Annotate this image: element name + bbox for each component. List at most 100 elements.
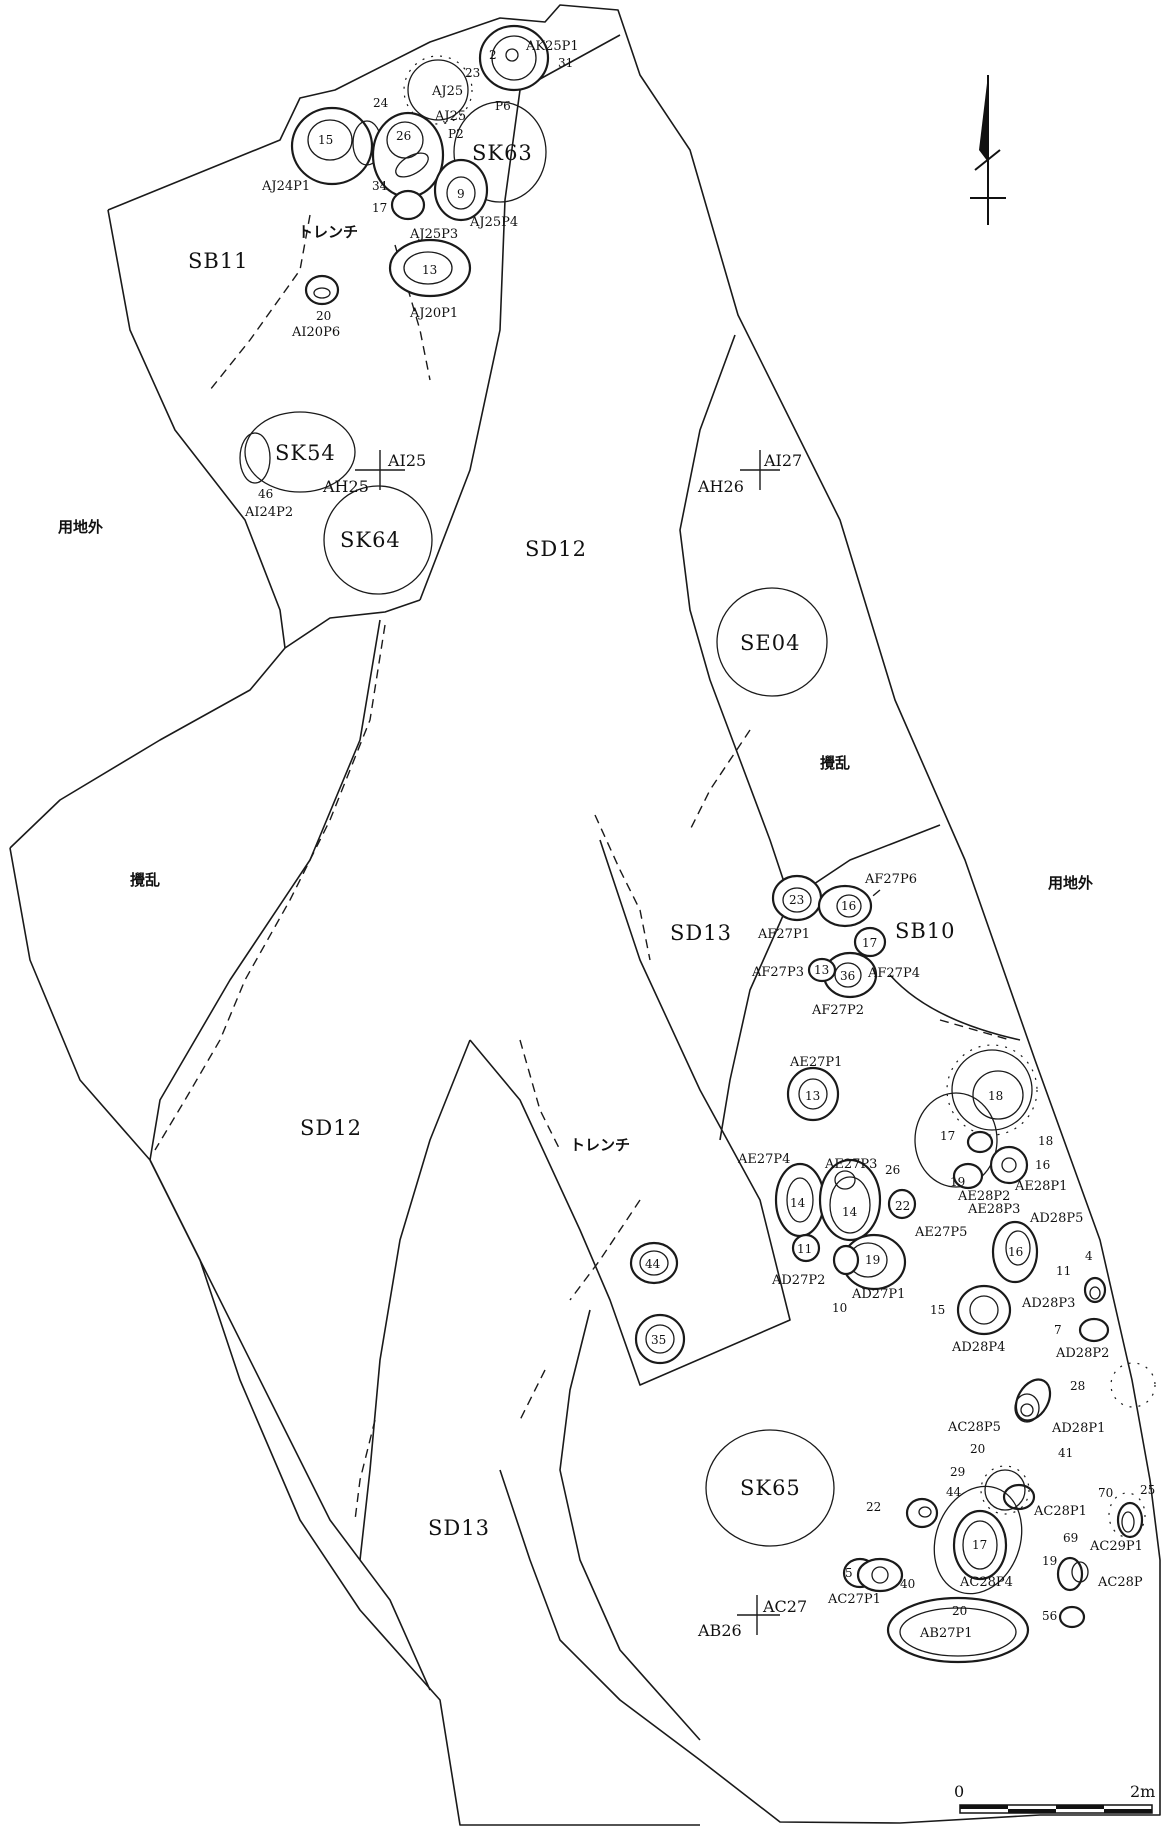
postholes-top	[290, 24, 550, 306]
label-SD12-lower: SD12	[300, 1116, 362, 1140]
pit-label: AE28P1	[1014, 1179, 1067, 1194]
depth-label: 29	[950, 1465, 965, 1479]
grid-AB26: AB26	[697, 1621, 742, 1640]
depth-label: 20	[970, 1442, 985, 1456]
pit-label: AD27P2	[771, 1273, 825, 1288]
depth-label: 23	[465, 66, 480, 80]
pit-label: AJ20P1	[409, 306, 458, 321]
label-trench-top: トレンチ	[298, 223, 358, 241]
grid-AH25: AH25	[322, 477, 369, 496]
pit-SK54	[244, 411, 356, 493]
depth-label: 17	[372, 201, 387, 215]
pit-label: AC28P1	[1033, 1504, 1087, 1519]
pit-SK65	[705, 1429, 835, 1547]
label-disturbed-right: 攪乱	[820, 754, 850, 772]
pit-label: AD28P4	[951, 1340, 1005, 1355]
depth-label: 19	[950, 1175, 965, 1189]
depth-label: 24	[373, 96, 389, 110]
feature-pits	[239, 101, 835, 1547]
pit-label: AE27P4	[737, 1152, 790, 1167]
pit-label: AF27P3	[751, 965, 804, 980]
grid-AI25: AI25	[387, 451, 426, 470]
pit-label: AJ25P4	[469, 215, 518, 230]
depth-label: 17	[862, 936, 877, 950]
grid-AC27: AC27	[762, 1597, 807, 1616]
pit-label: AB27P1	[919, 1626, 973, 1641]
depth-label: 14	[842, 1205, 858, 1219]
depth-label: 34	[372, 179, 388, 193]
depth-label: 7	[1054, 1323, 1062, 1337]
pit-label: AF27P4	[867, 966, 920, 981]
pit-label: AF27P2	[811, 1003, 864, 1018]
pit-label: AF27P1	[757, 927, 810, 942]
label-SK54: SK54	[275, 441, 336, 465]
depth-label: 15	[930, 1303, 945, 1317]
depth-label: 20	[316, 309, 331, 323]
depth-label: 14	[790, 1196, 806, 1210]
label-SK65: SK65	[740, 1476, 801, 1500]
depth-label: 16	[841, 899, 856, 913]
depth-label: 40	[900, 1577, 915, 1591]
depth-label: 17	[940, 1129, 955, 1143]
depth-label: 56	[1042, 1609, 1057, 1623]
depth-label: 22	[866, 1500, 881, 1514]
pit-label: AE27P3	[824, 1157, 877, 1172]
depth-label: 15	[318, 133, 333, 147]
pit-label: AK25P1	[525, 39, 579, 54]
depth-label: 13	[422, 263, 437, 277]
scale-end: 2m	[1130, 1782, 1155, 1801]
depth-label: 70	[1098, 1486, 1113, 1500]
depth-label: 11	[1056, 1264, 1071, 1278]
pit-label: AJ24P1	[261, 179, 310, 194]
site-outline	[9, 4, 1161, 1826]
depth-label: 18	[988, 1089, 1003, 1103]
pit-label: AE28P3	[967, 1202, 1020, 1217]
depth-label: 20	[952, 1604, 967, 1618]
pit-label: AC28P	[1097, 1575, 1143, 1590]
depth-label: 17	[972, 1538, 987, 1552]
depth-label: 5	[845, 1566, 853, 1580]
depth-label: 11	[797, 1242, 812, 1256]
depth-label: 13	[805, 1089, 820, 1103]
depth-label: 16	[1035, 1158, 1050, 1172]
pit-SK63	[453, 101, 547, 203]
label-SE04: SE04	[740, 631, 800, 655]
depth-label: 44	[946, 1485, 962, 1499]
pit-label: AD28P5	[1029, 1211, 1083, 1226]
label-outside-right: 用地外	[1048, 874, 1093, 892]
depth-label: 18	[1038, 1134, 1053, 1148]
pit-label: AD27P1	[851, 1287, 905, 1302]
pit-label: AC28P4	[959, 1575, 1013, 1590]
label-SD13-lower: SD13	[428, 1516, 490, 1540]
pit-label: P6	[495, 99, 511, 113]
depth-label: 4	[1085, 1249, 1093, 1263]
pit-label: AF27P6	[864, 872, 917, 887]
label-SK64: SK64	[340, 528, 401, 552]
pit-SK64	[323, 485, 433, 595]
depth-label: 13	[814, 963, 829, 977]
depth-label: 44	[645, 1257, 661, 1271]
label-SB10: SB10	[895, 919, 956, 943]
depth-label: 41	[1058, 1446, 1073, 1460]
postholes-right	[629, 874, 1156, 1664]
pit-label: P2	[448, 127, 464, 141]
pit-label: AJ25P3	[409, 227, 458, 242]
label-SD12-upper: SD12	[525, 537, 587, 561]
pit-label: AD28P3	[1021, 1296, 1075, 1311]
label-SD13-mid: SD13	[670, 921, 732, 945]
depth-label: 10	[832, 1301, 847, 1315]
depth-label: 23	[789, 893, 804, 907]
dashed-boundaries	[154, 214, 1011, 1521]
depth-label: 9	[457, 187, 465, 201]
depth-label: 26	[396, 129, 411, 143]
pit-label: AI20P6	[291, 325, 340, 340]
pit-label: AD28P2	[1055, 1346, 1109, 1361]
pit-SE04	[716, 587, 828, 697]
depth-label: 26	[885, 1163, 900, 1177]
map-labels: SB11 SK63 SK54 SK64 SD12 SE04 SD13 SB10 …	[58, 39, 1155, 1801]
depth-label: 2	[489, 48, 497, 62]
label-SK63: SK63	[472, 141, 533, 165]
depth-label: 28	[1070, 1379, 1085, 1393]
depth-label: 16	[1008, 1245, 1023, 1259]
